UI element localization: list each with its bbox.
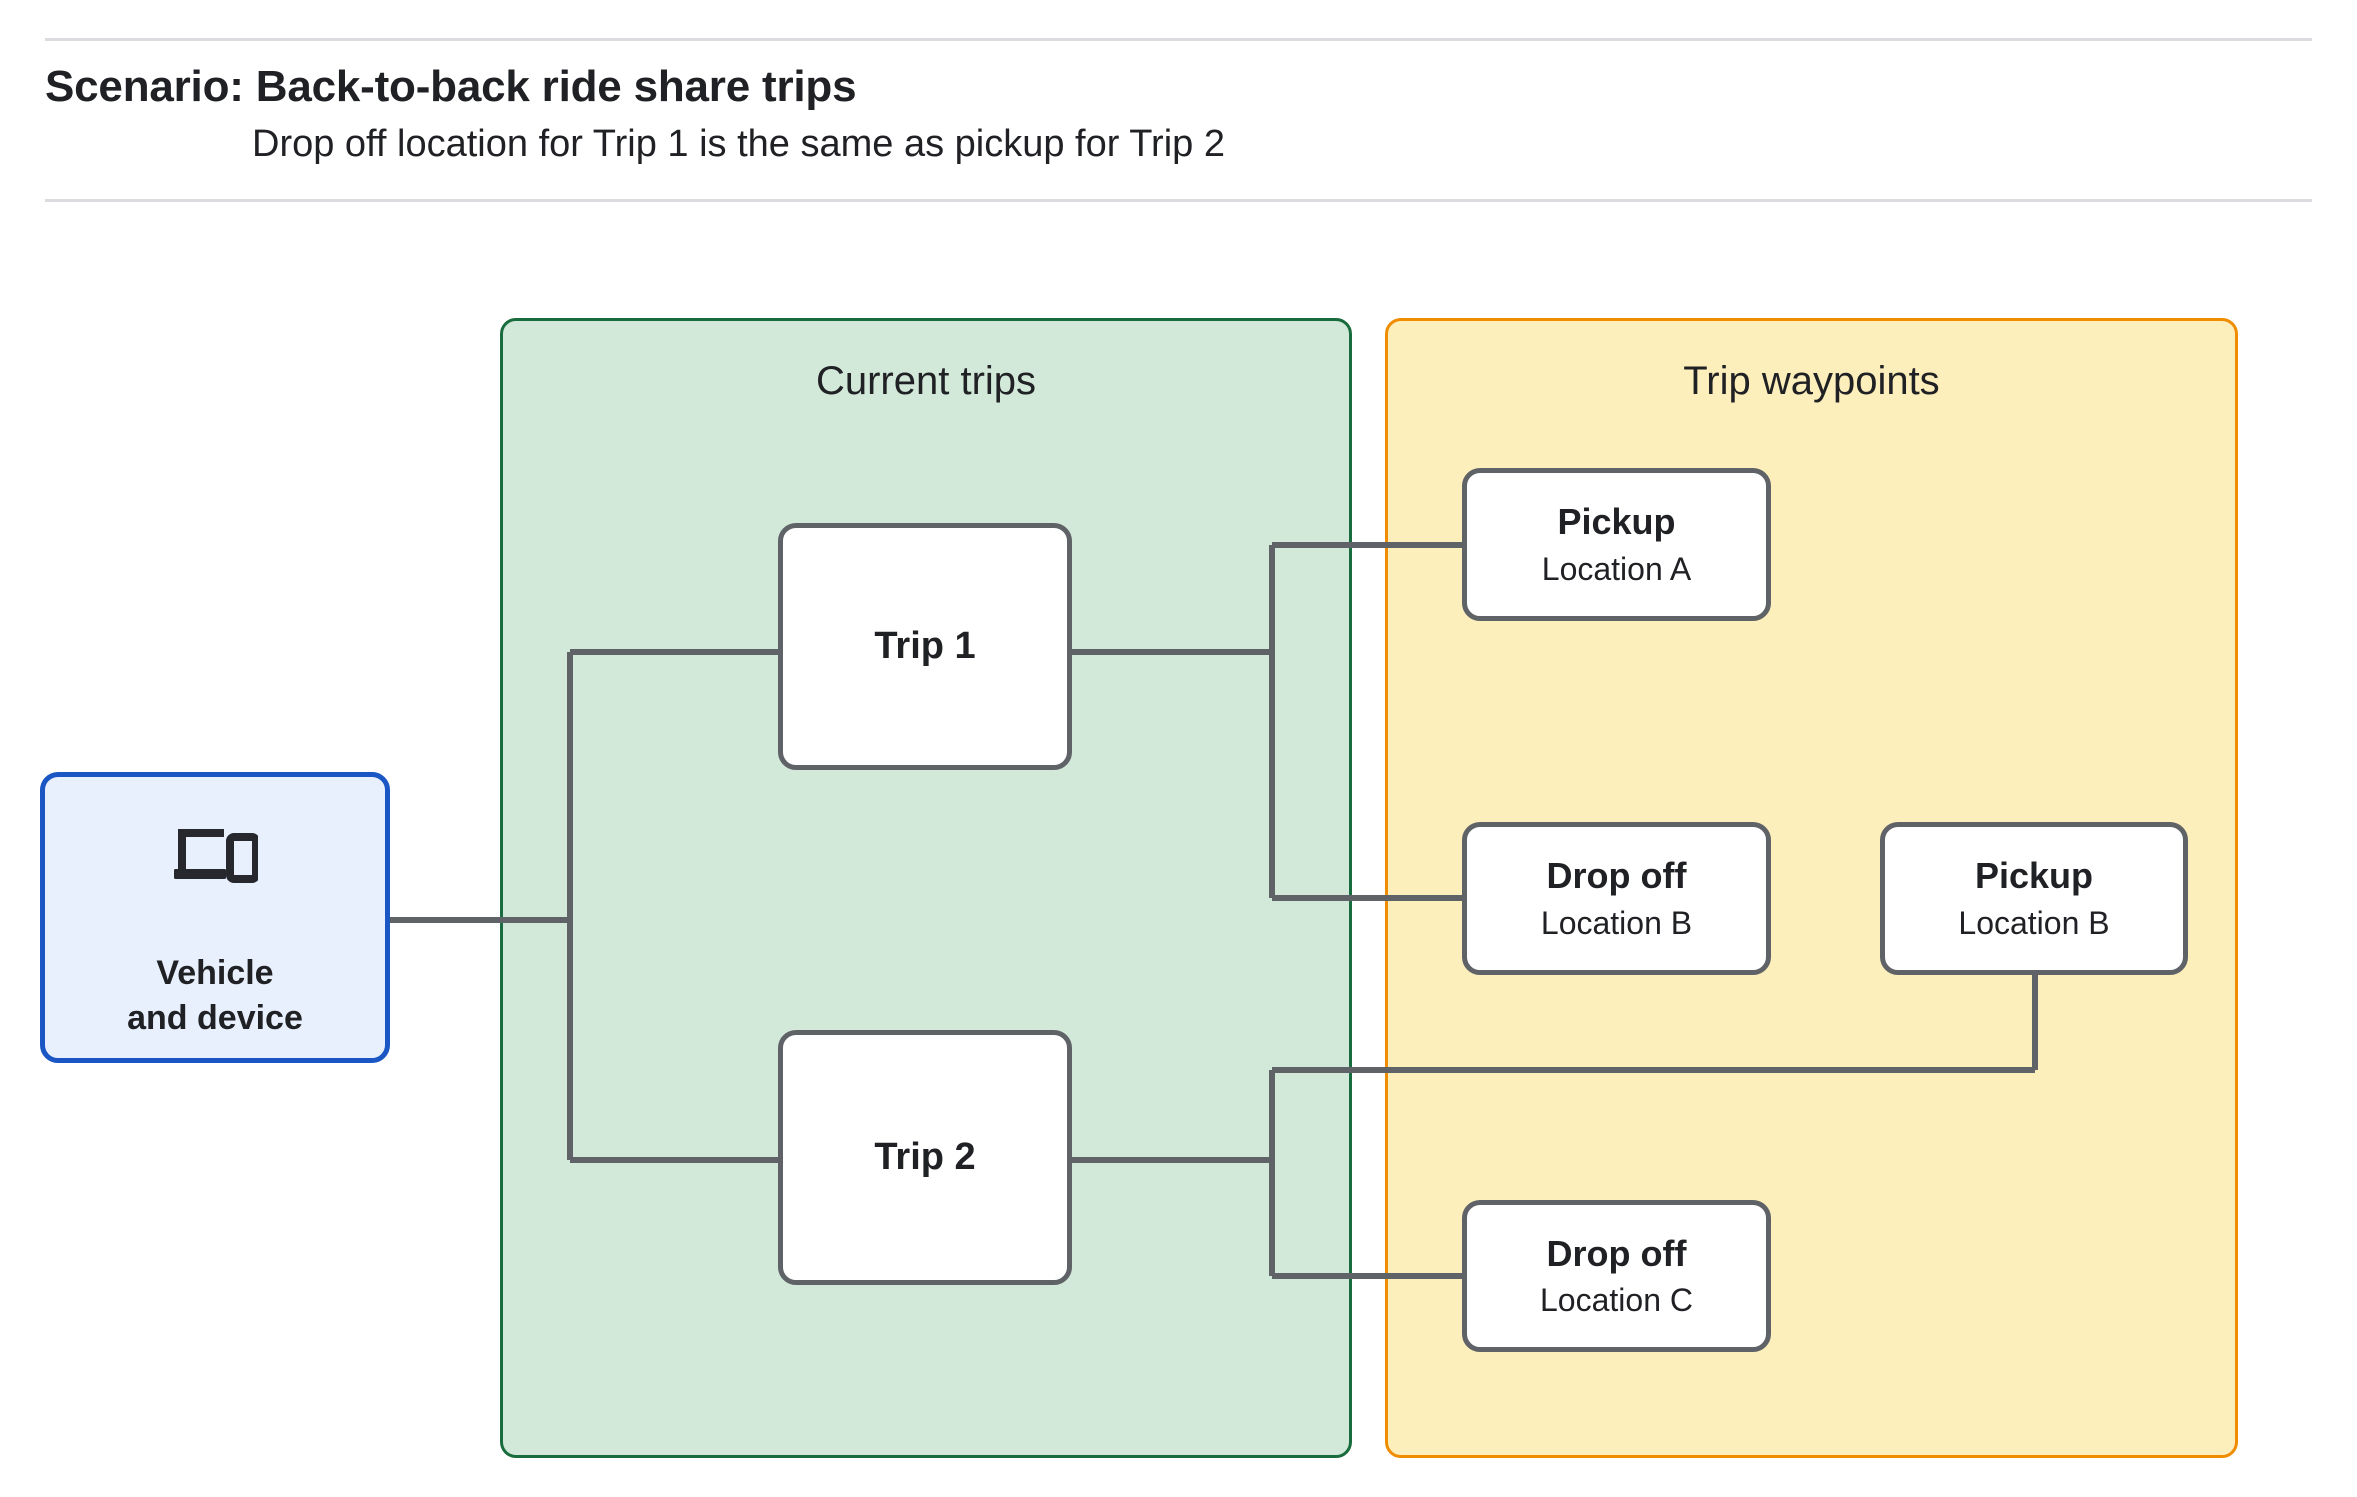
node-vehicle-label-line1: Vehicle [156,954,274,992]
node-trip-2[interactable]: Trip 2 [778,1030,1072,1285]
node-vehicle-label-line2: and device [127,998,303,1037]
node-trip-1[interactable]: Trip 1 [778,523,1072,770]
waypoint-location: Location B [1958,904,2110,941]
header-divider-top [45,38,2312,41]
devices-icon [172,823,258,883]
page-subtitle: Drop off location for Trip 1 is the same… [252,123,1225,165]
node-trip-2-label: Trip 2 [874,1136,976,1179]
node-vehicle-and-device[interactable]: Vehicle and device [40,772,390,1063]
page-title: Scenario: Back-to-back ride share trips [45,62,857,111]
waypoint-location: Location C [1540,1282,1693,1319]
panel-trip-waypoints-title: Trip waypoints [1683,359,1940,403]
node-waypoint-dropoff-c[interactable]: Drop off Location C [1462,1200,1771,1352]
node-vehicle-label: Vehicle and device [127,951,303,1041]
node-waypoint-pickup-b[interactable]: Pickup Location B [1880,822,2188,975]
header-divider-bottom [45,199,2312,202]
node-waypoint-pickup-a[interactable]: Pickup Location A [1462,468,1771,621]
waypoint-type: Pickup [1557,501,1676,543]
waypoint-type: Pickup [1974,855,2094,897]
waypoint-location: Location A [1541,550,1692,587]
node-trip-1-label: Trip 1 [874,625,976,668]
panel-current-trips-title: Current trips [815,359,1037,403]
waypoint-type: Drop off [1546,855,1687,897]
node-waypoint-dropoff-b[interactable]: Drop off Location B [1462,822,1771,975]
waypoint-location: Location B [1540,904,1693,941]
waypoint-type: Drop off [1546,1232,1687,1274]
